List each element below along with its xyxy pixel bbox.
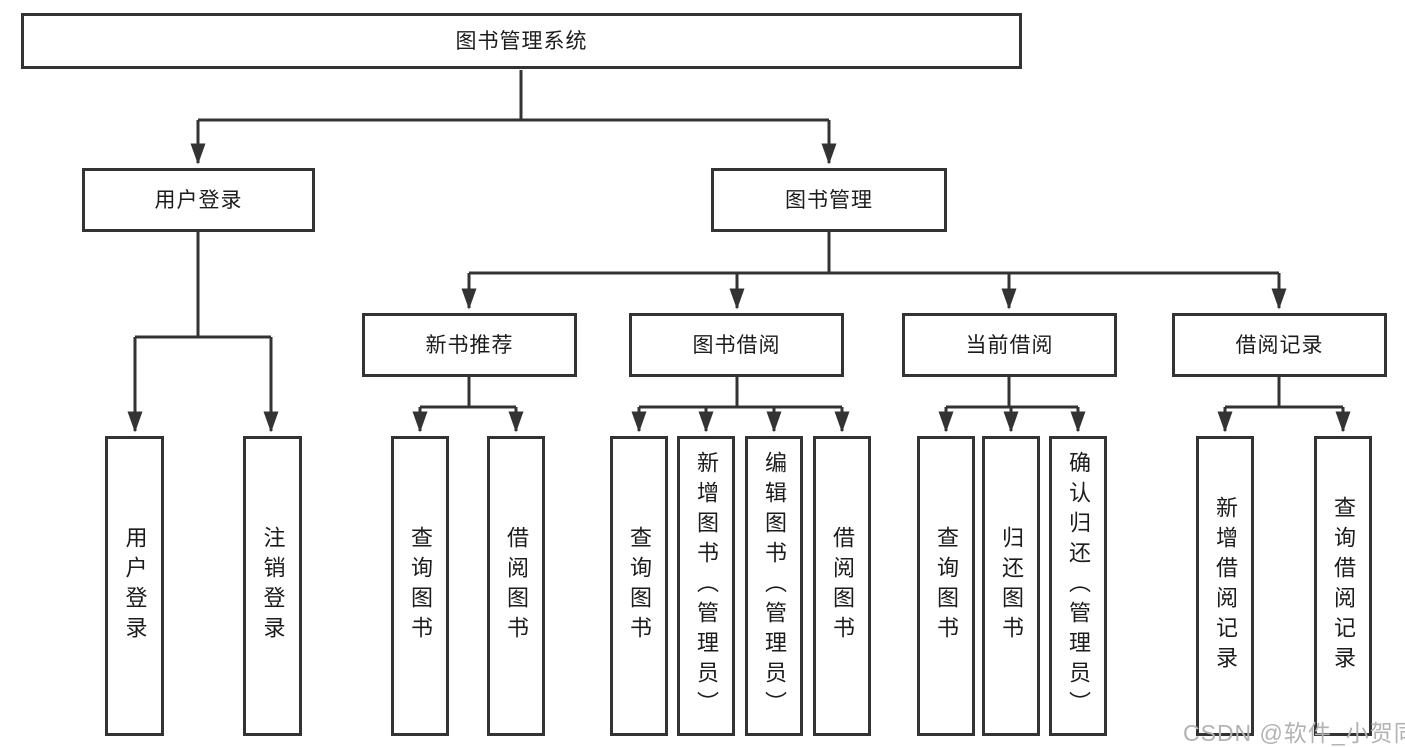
leaf-br-query-record: 查询借阅记录 [1314, 436, 1372, 736]
node-borrowing-records: 借阅记录 [1172, 313, 1387, 377]
leaf-cb-query-books: 查询图书 [917, 436, 975, 736]
leaf-bb-borrow-books: 借阅图书 [813, 436, 871, 736]
node-system-root: 图书管理系统 [21, 13, 1022, 69]
leaf-logout: 注销登录 [243, 436, 302, 736]
leaf-nb-borrow-books: 借阅图书 [487, 436, 545, 736]
leaf-user-login: 用户登录 [105, 436, 164, 736]
node-current-borrowing: 当前借阅 [902, 313, 1117, 377]
connector-trunks [135, 70, 1343, 409]
node-book-borrowing: 图书借阅 [629, 313, 844, 377]
leaf-bb-query-books: 查询图书 [610, 436, 668, 736]
leaf-cb-return-books: 归还图书 [982, 436, 1040, 736]
node-user-login: 用户登录 [82, 168, 315, 232]
leaf-br-add-record: 新增借阅记录 [1196, 436, 1254, 736]
node-book-management: 图书管理 [711, 168, 947, 232]
node-new-book-recommend: 新书推荐 [362, 313, 577, 377]
leaf-cb-confirm-return-admin: 确认归还（管理员） [1049, 436, 1107, 736]
leaf-bb-add-books-admin: 新增图书（管理员） [677, 436, 735, 736]
leaf-bb-edit-books-admin: 编辑图书（管理员） [745, 436, 803, 736]
connector-arrows [127, 120, 1351, 433]
csdn-watermark: CSDN @软件_小贺同学 [1183, 720, 1405, 746]
leaf-nb-query-books: 查询图书 [391, 436, 449, 736]
